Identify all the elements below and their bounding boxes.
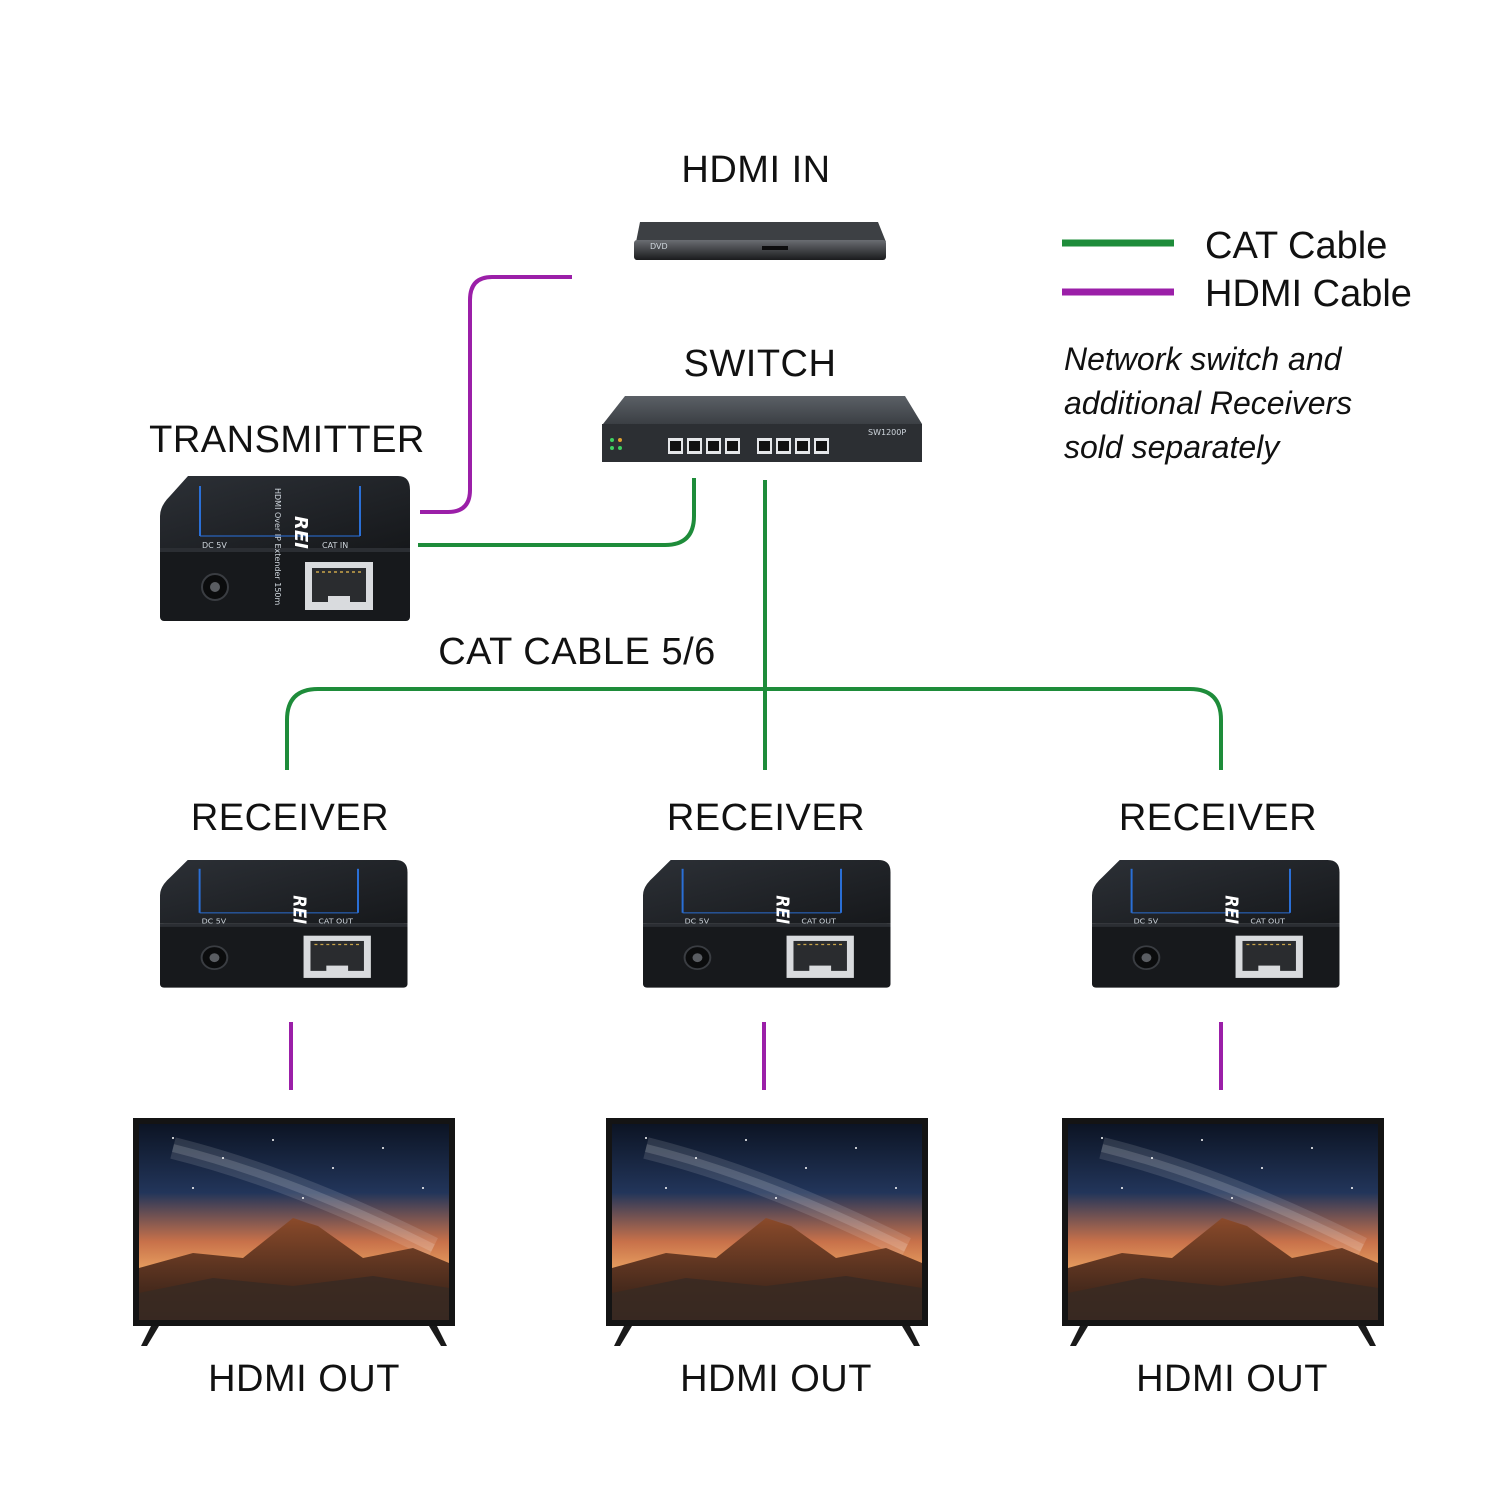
tv-display-3 <box>1062 1118 1384 1346</box>
switch-port-bank-2 <box>757 438 829 454</box>
transmitter-device: REI HDMI Over IP Extender 150m DC 5V CAT… <box>159 475 411 622</box>
transmitter-cat-port-label: CAT IN <box>322 541 348 550</box>
legend-cat-label: CAT Cable <box>1205 225 1387 267</box>
receiver-device-2: REI DC 5V CAT OUT <box>642 859 892 989</box>
hdmi-out-label-2: HDMI OUT <box>680 1358 872 1400</box>
hdmi-out-label-1: HDMI OUT <box>208 1358 400 1400</box>
receiver-1-brand-text: REI <box>289 895 310 924</box>
receiver-3-dc-port-label: DC 5V <box>1134 917 1160 925</box>
receiver-1-dc-port-label: DC 5V <box>202 917 228 925</box>
receiver-1-cat-port-label: CAT OUT <box>318 917 353 925</box>
receiver-device-3: REI DC 5V CAT OUT <box>1091 859 1341 989</box>
receiver-2-dc-port-label: DC 5V <box>685 917 711 925</box>
receiver-label-1: RECEIVER <box>191 797 389 839</box>
receiver-3-cat-port-label: CAT OUT <box>1250 917 1285 925</box>
cat-cable-distribution-bus <box>285 687 1223 770</box>
hdmi-in-label: HDMI IN <box>681 149 830 191</box>
cat-cable-transmitter-to-switch <box>418 478 696 547</box>
hdmi-out-label-3: HDMI OUT <box>1136 1358 1328 1400</box>
receiver-label-3: RECEIVER <box>1119 797 1317 839</box>
network-switch-device: SW1200P <box>602 396 922 462</box>
receiver-label-2: RECEIVER <box>667 797 865 839</box>
receiver-3-brand-text: REI <box>1221 895 1242 924</box>
media-player-device: DVD <box>634 222 886 260</box>
legend-note-line-1: Network switch and <box>1064 341 1343 377</box>
cat-cable-label: CAT CABLE 5/6 <box>438 631 716 673</box>
tv-display-2 <box>606 1118 928 1346</box>
legend: CAT Cable HDMI Cable Network switch and … <box>1062 225 1412 465</box>
svg-text:DVD: DVD <box>650 242 668 251</box>
receiver-2-brand-text: REI <box>772 895 793 924</box>
transmitter-brand-text: REI <box>290 516 311 549</box>
transmitter-label: TRANSMITTER <box>149 419 425 461</box>
legend-hdmi-label: HDMI Cable <box>1205 273 1412 315</box>
switch-model-text: SW1200P <box>868 428 906 437</box>
hdmi-cable-source-to-transmitter <box>420 275 572 514</box>
switch-port-bank-1 <box>668 438 740 454</box>
transmitter-dc-port-label: DC 5V <box>202 541 227 550</box>
switch-label: SWITCH <box>684 343 837 385</box>
tv-display-1 <box>133 1118 455 1346</box>
legend-note-line-2: additional Receivers <box>1064 385 1352 421</box>
transmitter-model-text: HDMI Over IP Extender 150m <box>273 488 282 606</box>
receiver-2-cat-port-label: CAT OUT <box>801 917 836 925</box>
legend-note-line-3: sold separately <box>1064 429 1281 465</box>
switch-led-panel <box>610 438 622 450</box>
receiver-device-1: REI DC 5V CAT OUT <box>159 859 409 989</box>
